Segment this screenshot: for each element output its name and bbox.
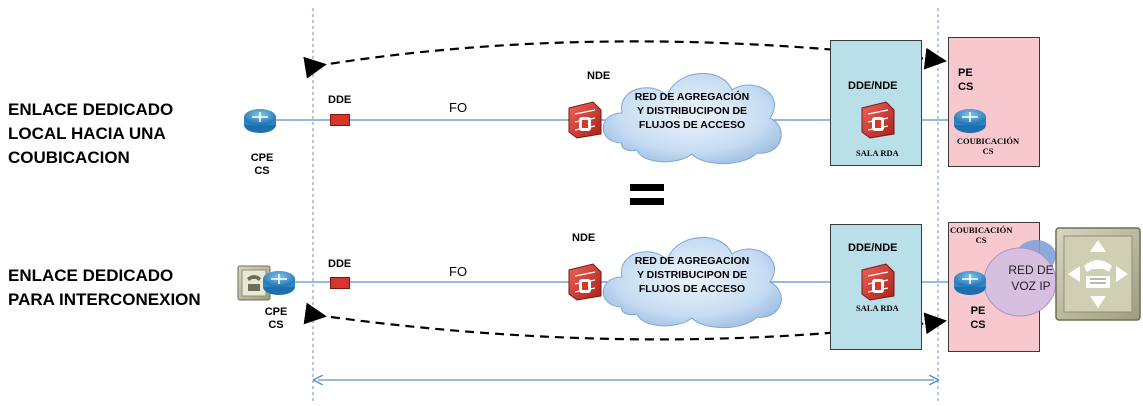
row2-cpe-phone-icon (237, 265, 271, 301)
row2-pe-router-icon (954, 271, 986, 295)
row1-pe-router-icon (954, 109, 986, 133)
row1-coubicacion-label: COUBICACIÓN CS (956, 136, 1020, 156)
row1-label: ENLACE DEDICADO LOCAL HACIA UNA COUBICAC… (8, 100, 174, 167)
row1-cpe-router-icon (244, 109, 276, 133)
row2-dashed-arrow (303, 302, 947, 341)
row1-fo-label: FO (449, 100, 468, 115)
row1-sala-label: SALA RDA (856, 148, 899, 158)
row1-cloud-icon (602, 72, 782, 165)
row2-sala-label: SALA RDA (856, 303, 899, 313)
row2-cpe-label: CPE CS (264, 306, 288, 331)
row1-nde-label: NDE (587, 70, 611, 82)
row1-dde-nde-title: DDE/NDE (848, 80, 898, 92)
equals-sign-top (630, 184, 664, 191)
row2-dde-icon (330, 277, 350, 289)
row2-voip-cloud-icon (983, 240, 1057, 317)
row1-cloud-label: RED DE AGREGACIÓN Y DISTRIBUCIPON DE FLU… (634, 91, 750, 131)
row1-nde-firewall-icon (568, 101, 602, 139)
row2-pe-label: PE CS (970, 305, 986, 331)
row2-cloud-icon (602, 236, 782, 329)
row1-dde-label: DDE (328, 94, 352, 106)
row2-fo-label: FO (449, 264, 468, 279)
row2-cloud-label: RED DE AGREGACION Y DISTRIBUCIPON DE FLU… (634, 255, 750, 295)
row2-coubicacion-label: COUBICACIÓN CS (950, 225, 1013, 245)
row1-box-firewall-icon (861, 101, 895, 139)
row2-cpe-router-icon (263, 271, 295, 295)
row1-cpe-label: CPE CS (250, 152, 274, 177)
row1-dde-icon (330, 114, 350, 126)
row2-ip-phone-icon (1055, 227, 1141, 321)
row1-pe-box (948, 37, 1040, 167)
row2-box-firewall-icon (861, 263, 895, 301)
row1-pe-label: PE CS (958, 67, 974, 93)
row2-voip-label: RED DE VOZ IP (1008, 263, 1054, 293)
row2-nde-firewall-icon (568, 263, 602, 301)
equals-sign-bottom (630, 198, 664, 205)
row2-nde-label: NDE (572, 232, 596, 244)
row2-dde-nde-title: DDE/NDE (848, 242, 898, 254)
row1-dde-nde-box (830, 40, 922, 166)
row2-label: ENLACE DEDICADO PARA INTERCONEXION (8, 266, 201, 309)
row2-dde-label: DDE (328, 258, 352, 270)
equals-sign: = (636, 176, 637, 177)
